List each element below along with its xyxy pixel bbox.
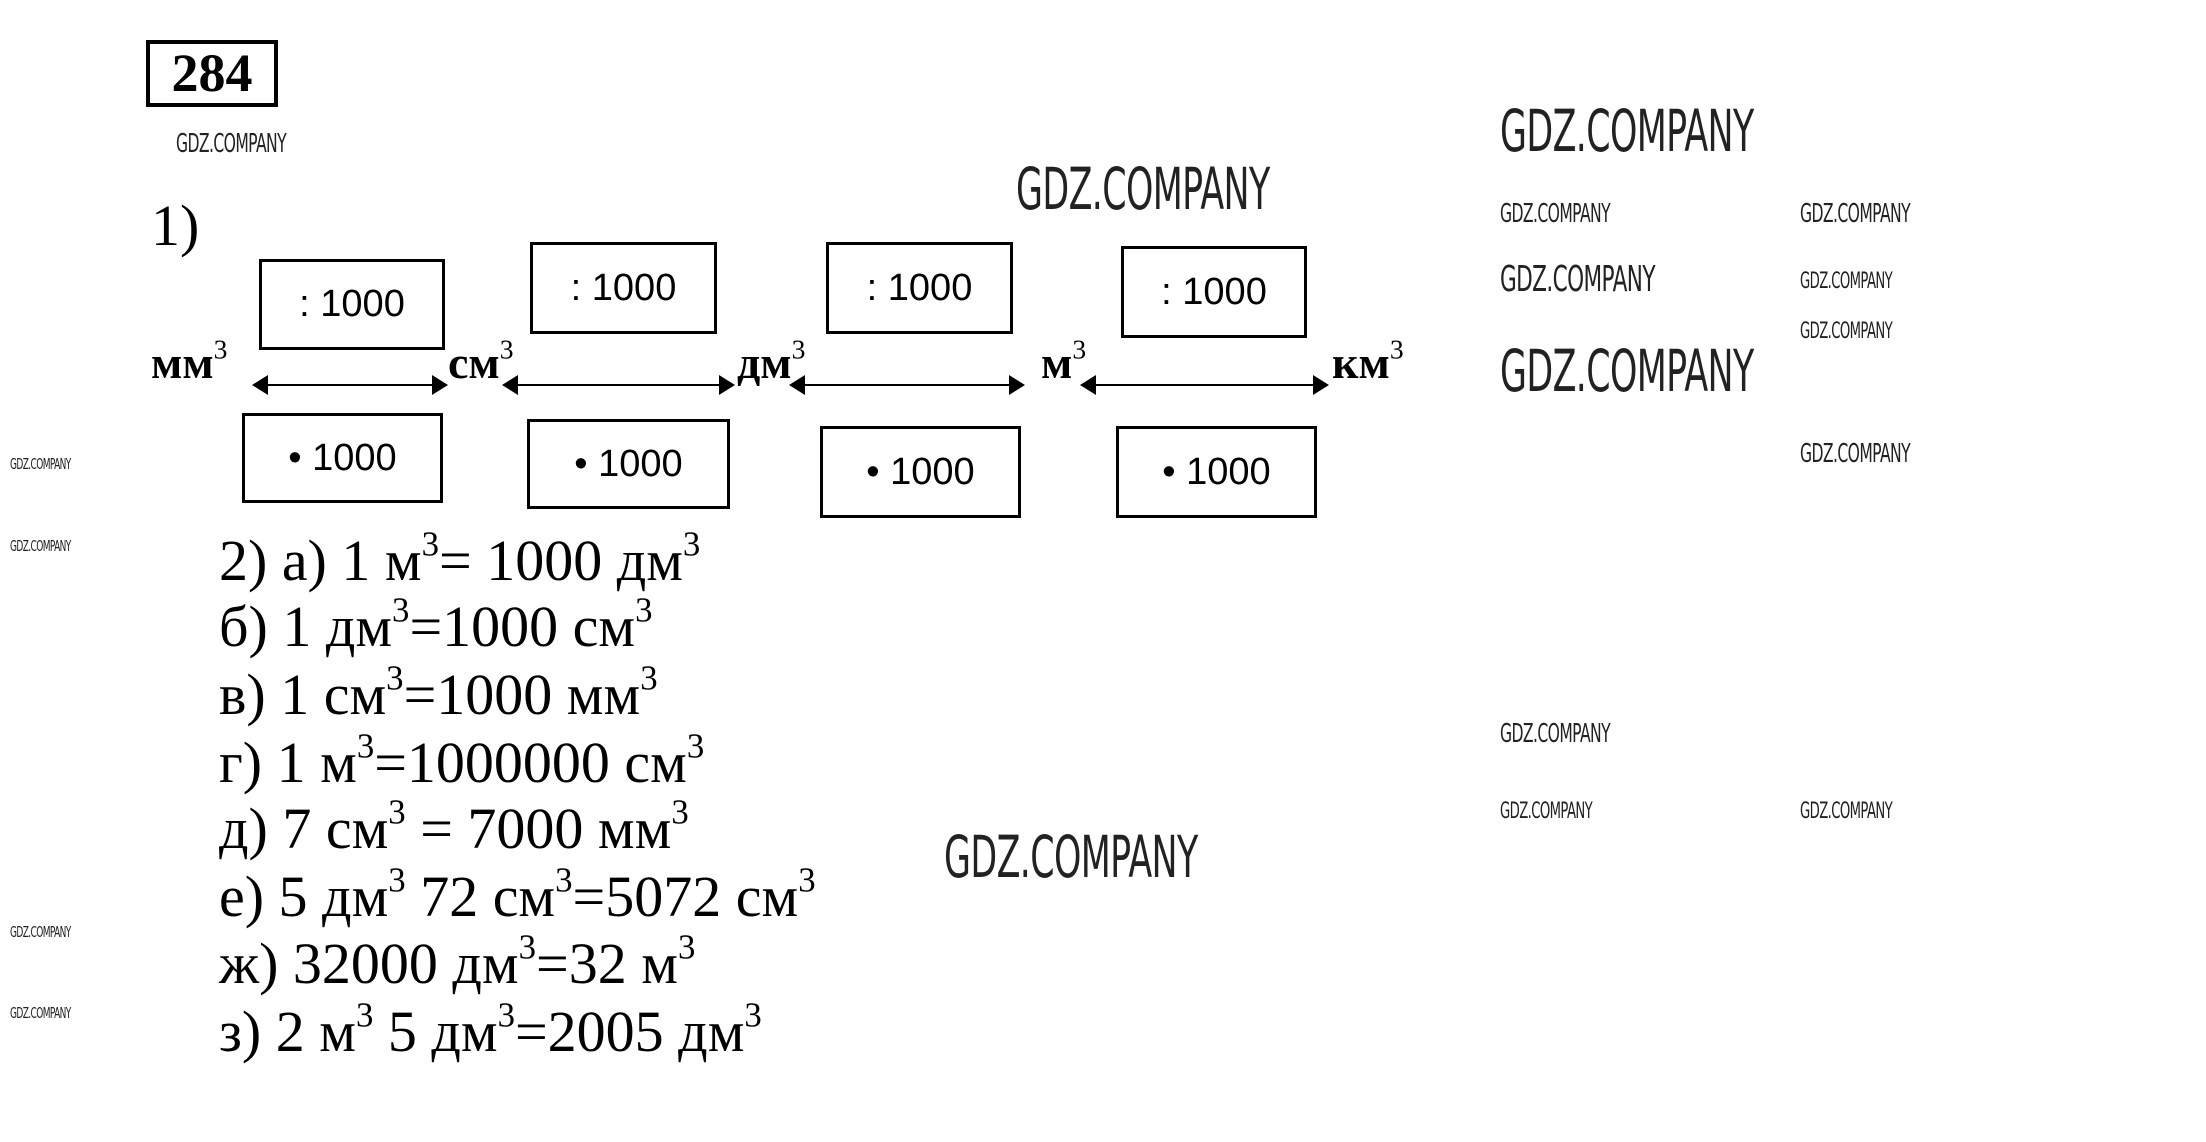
watermark: GDZ.COMPANY <box>10 1004 71 1022</box>
multiply-box: • 1000 <box>242 413 443 503</box>
watermark: GDZ.COMPANY <box>1500 799 1593 824</box>
answer-line-e: е) 5 дм3 72 см3=5072 см3 <box>219 860 816 929</box>
watermark: GDZ.COMPANY <box>10 537 71 555</box>
watermark: GDZ.COMPANY <box>1800 269 1893 294</box>
answer-line-g: г) 1 м3=1000000 см3 <box>219 726 705 795</box>
watermark: GDZ.COMPANY <box>1500 719 1611 749</box>
watermark: GDZ.COMPANY <box>1500 337 1754 405</box>
part1-label: 1) <box>151 193 200 258</box>
watermark: GDZ.COMPANY <box>944 823 1198 891</box>
divide-box: : 1000 <box>826 242 1013 334</box>
divide-box: : 1000 <box>1121 246 1307 338</box>
watermark: GDZ.COMPANY <box>1800 439 1911 469</box>
watermark: GDZ.COMPANY <box>1016 155 1270 223</box>
watermark: GDZ.COMPANY <box>1500 199 1611 229</box>
unit-m3: м3 <box>1041 333 1087 388</box>
watermark: GDZ.COMPANY <box>1800 799 1893 824</box>
unit-dm3: дм3 <box>737 333 806 388</box>
unit-km3: км3 <box>1332 333 1404 388</box>
multiply-box: • 1000 <box>527 419 730 509</box>
watermark: GDZ.COMPANY <box>1500 259 1656 300</box>
watermark: GDZ.COMPANY <box>1800 319 1893 344</box>
exercise-number: 284 <box>146 40 278 107</box>
double-arrow-icon <box>252 375 448 395</box>
double-arrow-icon <box>502 375 735 395</box>
double-arrow-icon <box>1080 375 1329 395</box>
answer-line-zh: ж) 32000 дм3=32 м3 <box>219 927 696 996</box>
answer-line-v: в) 1 см3=1000 мм3 <box>219 658 658 727</box>
watermark: GDZ.COMPANY <box>1800 199 1911 229</box>
answer-line-b: б) 1 дм3=1000 см3 <box>219 590 653 659</box>
watermark: GDZ.COMPANY <box>10 923 71 941</box>
watermark: GDZ.COMPANY <box>1500 97 1754 165</box>
watermark: GDZ.COMPANY <box>176 129 287 159</box>
watermark: GDZ.COMPANY <box>10 455 71 473</box>
answer-line-a: 2) а) 1 м3= 1000 дм3 <box>219 524 701 593</box>
unit-cm3: см3 <box>448 333 514 388</box>
answer-line-z: з) 2 м3 5 дм3=2005 дм3 <box>219 995 762 1064</box>
unit-mm3: мм3 <box>151 333 228 388</box>
divide-box: : 1000 <box>530 242 717 334</box>
divide-box: : 1000 <box>259 259 445 350</box>
double-arrow-icon <box>789 375 1025 395</box>
multiply-box: • 1000 <box>820 426 1021 518</box>
multiply-box: • 1000 <box>1116 426 1317 518</box>
answer-line-d: д) 7 см3 = 7000 мм3 <box>219 792 689 861</box>
